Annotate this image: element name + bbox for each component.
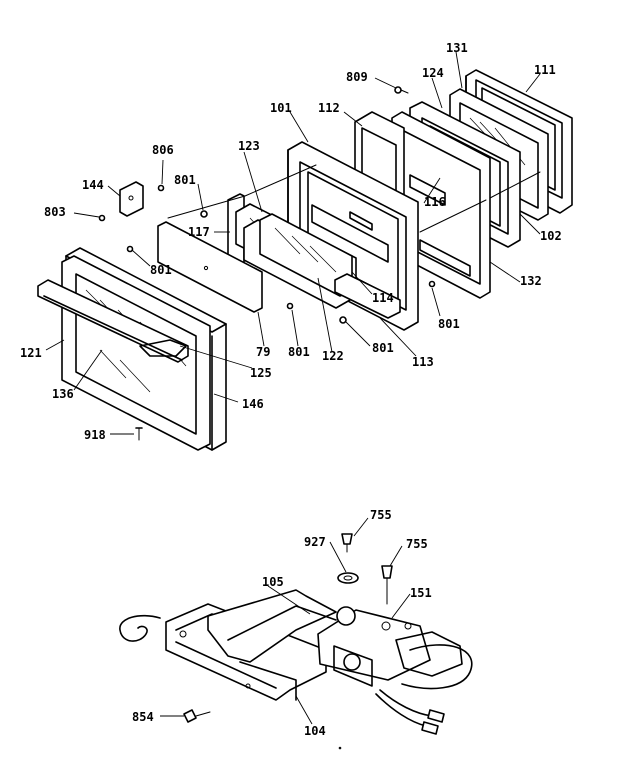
callout-117: 117 [188, 225, 210, 239]
callout-801-c: 801 [438, 317, 460, 331]
callout-801-d: 801 [288, 345, 310, 359]
callout-755-b: 755 [406, 537, 428, 551]
assembly-axis-line [167, 164, 541, 233]
part-113-trim [334, 273, 401, 319]
callout-809: 809 [346, 70, 368, 84]
callout-125: 125 [250, 366, 272, 380]
callout-114: 114 [372, 291, 394, 305]
callout-146: 146 [242, 397, 264, 411]
callout-131: 131 [446, 41, 468, 55]
callout-116: 116 [424, 195, 446, 209]
callout-102: 102 [540, 229, 562, 243]
part-144-bracket [119, 181, 144, 217]
callout-801-a: 801 [174, 173, 196, 187]
part-79-strip [157, 221, 263, 313]
callout-801-b: 801 [150, 263, 172, 277]
callout-121: 121 [20, 346, 42, 360]
part-918-screw [135, 427, 143, 441]
callout-124: 124 [422, 66, 444, 80]
callout-806: 806 [152, 143, 174, 157]
callout-105: 105 [262, 575, 284, 589]
part-854-screw [183, 709, 211, 723]
part-927-washer [337, 572, 359, 584]
callout-112: 112 [318, 101, 340, 115]
callout-132: 132 [520, 274, 542, 288]
wire-harness [401, 644, 473, 690]
hardware-screws [98, 86, 436, 324]
callout-151: 151 [410, 586, 432, 600]
callout-79: 79 [256, 345, 270, 359]
part-755-screws [341, 533, 393, 605]
leader-lines [45, 51, 541, 725]
callout-918: 918 [84, 428, 106, 442]
callout-122: 122 [322, 349, 344, 363]
callout-854: 854 [132, 710, 154, 724]
oven-door-assembly [37, 69, 573, 451]
callout-101: 101 [270, 101, 292, 115]
callout-801-e: 801 [372, 341, 394, 355]
callout-113: 113 [412, 355, 434, 369]
callout-104: 104 [304, 724, 326, 738]
callout-labels: 809 131 111 124 101 112 123 806 144 801 … [20, 41, 562, 738]
callout-123: 123 [238, 139, 260, 153]
callout-144: 144 [82, 178, 104, 192]
part-125-handle [37, 279, 189, 363]
callout-111: 111 [534, 63, 556, 77]
callout-755-a: 755 [370, 508, 392, 522]
door-latch-assembly [119, 533, 473, 750]
latch-hook [119, 614, 161, 642]
callout-927: 927 [304, 535, 326, 549]
callout-136: 136 [52, 387, 74, 401]
callout-803: 803 [44, 205, 66, 219]
